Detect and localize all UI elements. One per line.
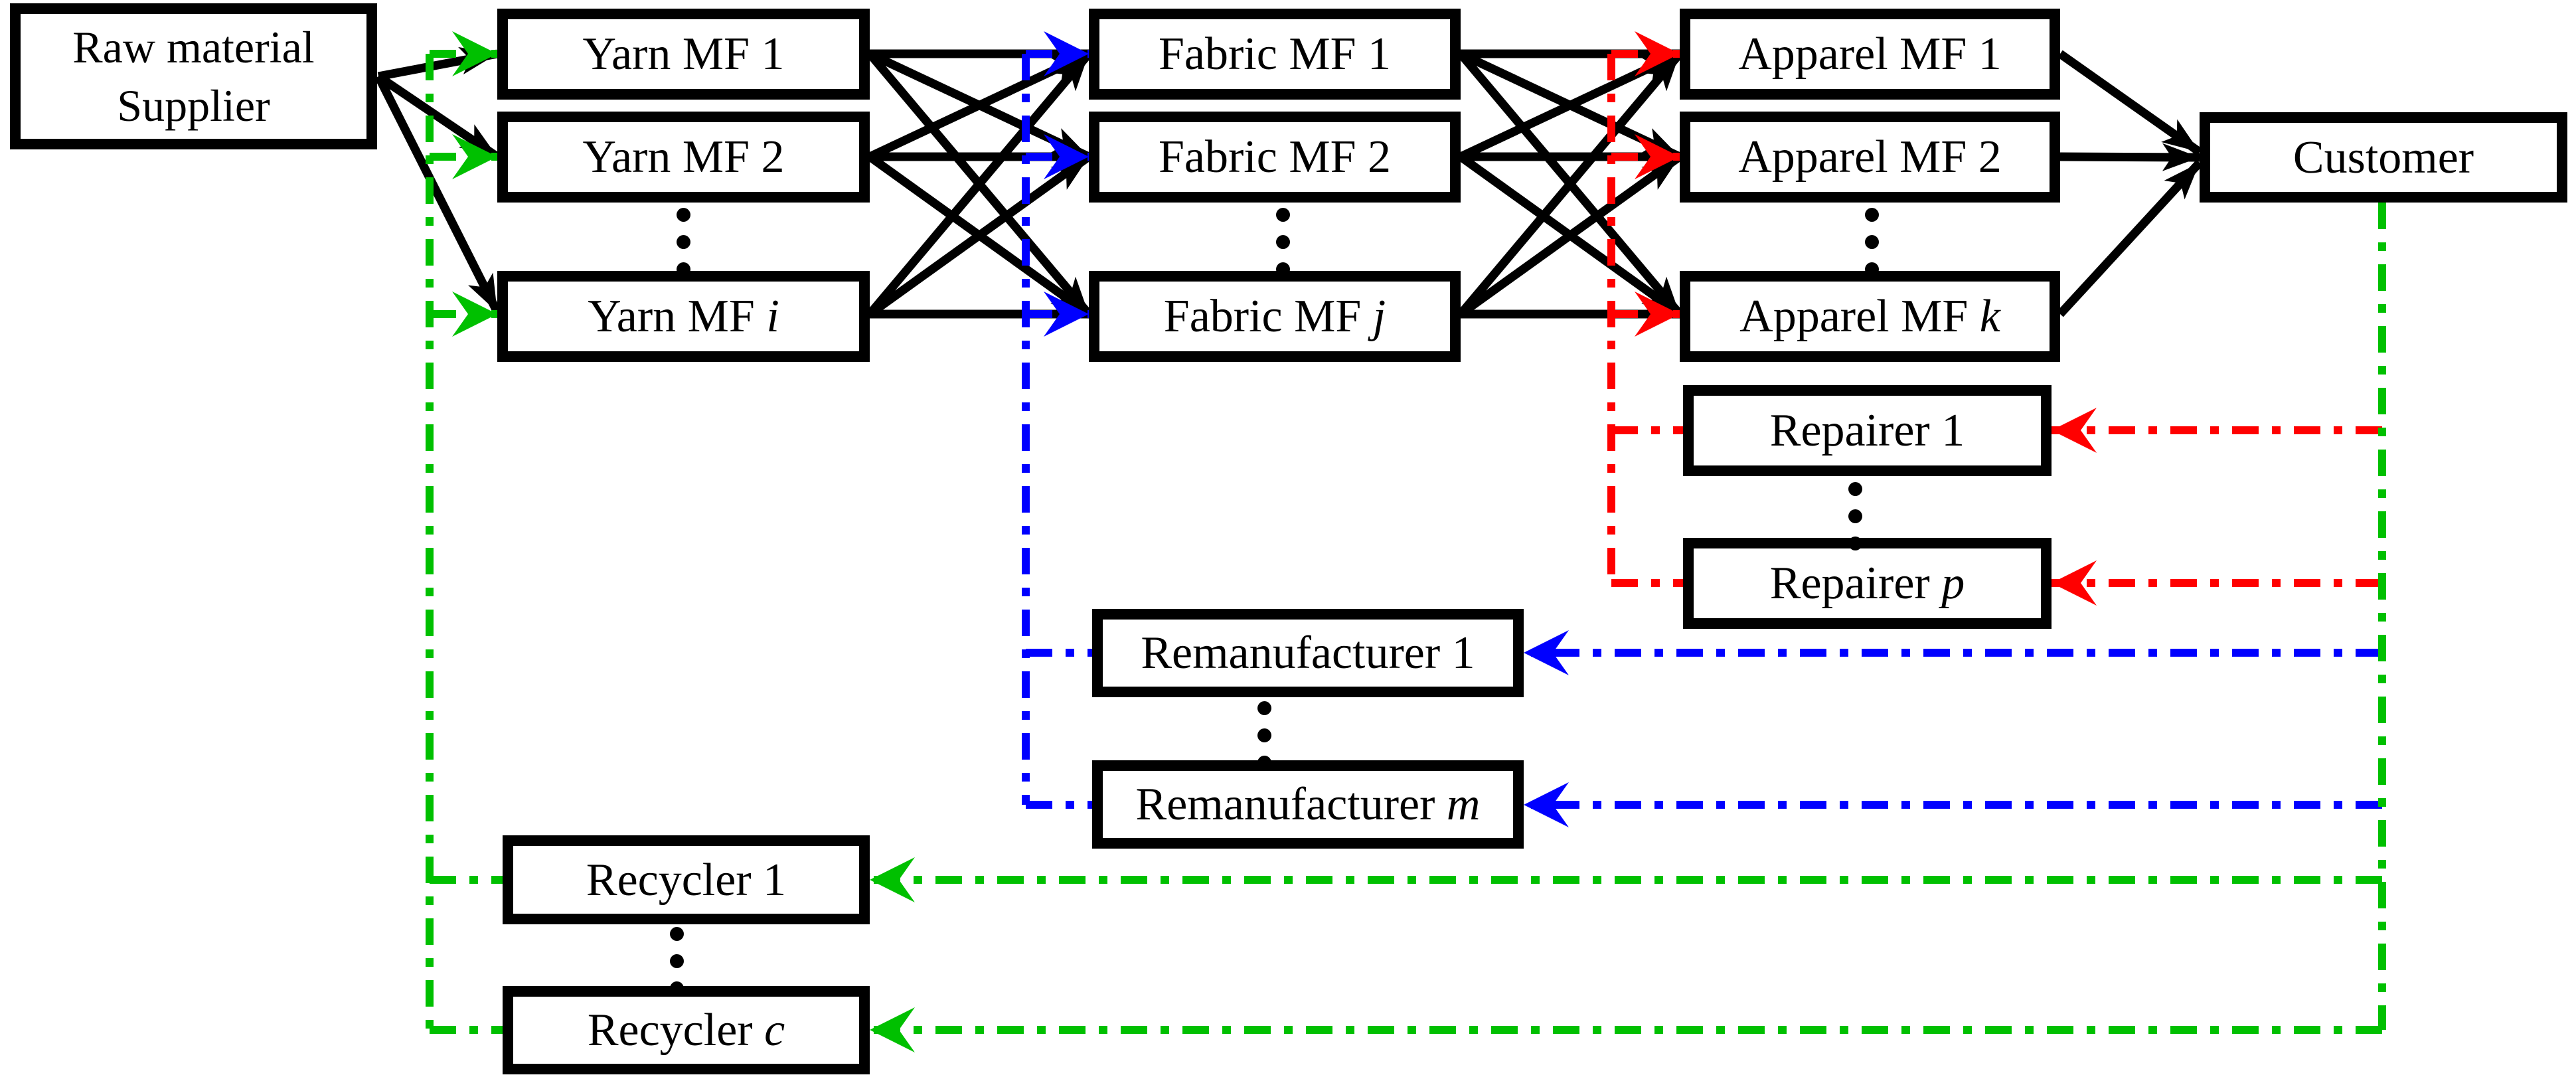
- node-label: Yarn MF i: [588, 291, 779, 342]
- node-fabric-mf-1: Fabric MF 1: [1089, 9, 1461, 100]
- node-label: Raw material Supplier: [72, 21, 315, 131]
- vertical-ellipsis-yarn: [677, 201, 690, 283]
- node-label: Customer: [2293, 131, 2474, 183]
- recycle-flow-lines: [426, 31, 2386, 1052]
- node-label: Fabric MF 1: [1159, 29, 1391, 80]
- node-recycler-1: Recycler 1: [503, 835, 870, 924]
- remanufacture-flow-lines: [1022, 31, 2382, 827]
- node-label: Yarn MF 2: [582, 131, 785, 183]
- vertical-ellipsis-recycler: [670, 920, 684, 1002]
- node-label: Fabric MF j: [1163, 291, 1386, 342]
- node-apparel-mf-2: Apparel MF 2: [1680, 112, 2060, 203]
- node-remanufacturer-m: Remanufacturer m: [1092, 760, 1524, 849]
- node-label: Apparel MF 2: [1738, 131, 2002, 183]
- node-label: Recycler c: [587, 1005, 785, 1056]
- repair-flow-lines: [1607, 31, 2382, 606]
- node-apparel-mf-k: Apparel MF k: [1680, 271, 2060, 362]
- node-remanufacturer-1: Remanufacturer 1: [1092, 609, 1524, 697]
- node-label: Remanufacturer m: [1135, 779, 1481, 830]
- node-fabric-mf-2: Fabric MF 2: [1089, 112, 1461, 203]
- node-repairer-1: Repairer 1: [1683, 385, 2052, 476]
- node-yarn-mf-2: Yarn MF 2: [497, 112, 870, 203]
- node-repairer-p: Repairer p: [1683, 538, 2052, 629]
- node-fabric-mf-j: Fabric MF j: [1089, 271, 1461, 362]
- vertical-ellipsis-repairer: [1848, 475, 1862, 557]
- node-apparel-mf-1: Apparel MF 1: [1680, 9, 2060, 100]
- node-yarn-mf-i: Yarn MF i: [497, 271, 870, 362]
- node-recycler-c: Recycler c: [503, 986, 870, 1074]
- node-raw-material-supplier: Raw material Supplier: [10, 3, 377, 149]
- node-customer: Customer: [2200, 112, 2567, 203]
- node-label: Apparel MF k: [1739, 291, 2000, 342]
- vertical-ellipsis-apparel: [1865, 201, 1879, 283]
- node-label: Remanufacturer 1: [1141, 627, 1475, 679]
- vertical-ellipsis-remanufacturer: [1257, 695, 1271, 776]
- node-label: Repairer p: [1769, 558, 1965, 609]
- node-yarn-mf-1: Yarn MF 1: [497, 9, 870, 100]
- node-label: Apparel MF 1: [1738, 29, 2002, 80]
- node-label: Recycler 1: [586, 854, 787, 906]
- node-label: Repairer 1: [1769, 405, 1965, 456]
- vertical-ellipsis-fabric: [1276, 201, 1290, 283]
- node-label: Fabric MF 2: [1159, 131, 1391, 183]
- node-label: Yarn MF 1: [582, 29, 785, 80]
